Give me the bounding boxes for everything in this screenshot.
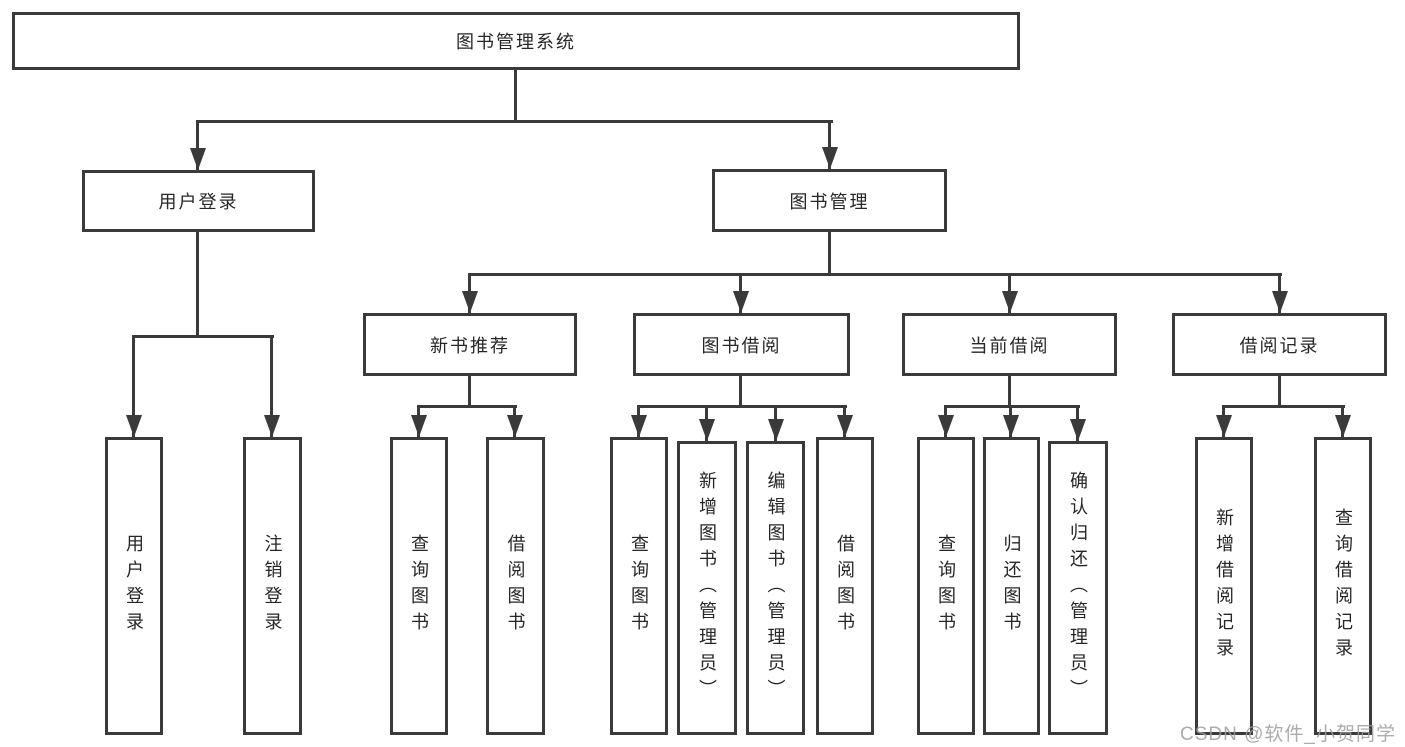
connector-root-stem (514, 69, 517, 122)
connector-branch (637, 405, 847, 408)
connector-book-mgmt-stem (828, 232, 831, 275)
connector-line (196, 120, 199, 170)
arrow-down-icon (631, 415, 647, 437)
node-book-management: 图书管理 (712, 169, 947, 232)
node-book-borrowing: 图书借阅 (633, 313, 850, 376)
connector-stem (739, 376, 742, 407)
connector-root-branch (197, 120, 833, 123)
arrow-down-icon (938, 415, 954, 437)
arrow-down-icon (411, 415, 427, 437)
arrow-down-icon (768, 419, 784, 441)
connector-branch (417, 405, 517, 408)
arrow-down-icon (190, 148, 206, 170)
arrow-down-icon (699, 419, 715, 441)
arrow-down-icon (822, 147, 838, 169)
node-user-login: 用户登录 (82, 170, 315, 232)
arrow-down-icon (837, 415, 853, 437)
connector-line (132, 335, 135, 437)
node-new-book-recommendation: 新书推荐 (363, 313, 577, 376)
connector-branch (1222, 405, 1345, 408)
leaf-current-return-books: 归还图书 (983, 437, 1040, 735)
leaf-records-add-record: 新增借阅记录 (1195, 437, 1253, 735)
connector-user-login-stem (196, 232, 199, 337)
node-root-library-system: 图书管理系统 (12, 12, 1020, 70)
leaf-records-query-record: 查询借阅记录 (1314, 437, 1372, 735)
node-borrowing-records: 借阅记录 (1172, 313, 1387, 376)
connector-stem (1278, 376, 1281, 407)
connector-stem (1008, 376, 1011, 407)
connector-branch (944, 405, 1080, 408)
connector-stem (468, 376, 471, 407)
arrow-down-icon (1216, 415, 1232, 437)
leaf-recommend-query-books: 查询图书 (390, 437, 448, 735)
leaf-borrowing-add-books-admin: 新增图书（管理员） (677, 441, 737, 735)
arrow-down-icon (462, 291, 478, 313)
leaf-user-login: 用户登录 (105, 437, 163, 735)
leaf-borrowing-query-books: 查询图书 (610, 437, 668, 735)
arrow-down-icon (733, 291, 749, 313)
node-current-borrowing: 当前借阅 (902, 313, 1117, 376)
arrow-down-icon (1002, 291, 1018, 313)
connector-line (270, 335, 273, 437)
leaf-borrowing-edit-books-admin: 编辑图书（管理员） (746, 441, 805, 735)
arrow-down-icon (1070, 419, 1086, 441)
connector-line (828, 120, 831, 169)
arrow-down-icon (1003, 415, 1019, 437)
arrow-down-icon (126, 415, 142, 437)
arrow-down-icon (1335, 415, 1351, 437)
arrow-down-icon (264, 415, 280, 437)
connector-user-login-branch (132, 335, 274, 338)
connector-book-mgmt-branch (468, 273, 1282, 276)
leaf-logout: 注销登录 (243, 437, 302, 735)
leaf-recommend-borrow-books: 借阅图书 (486, 437, 545, 735)
leaf-borrowing-borrow-books: 借阅图书 (816, 437, 874, 735)
csdn-watermark: CSDN @软件_小贺同学 (1180, 724, 1396, 745)
leaf-current-query-books: 查询图书 (917, 437, 975, 735)
leaf-current-confirm-return-admin: 确认归还（管理员） (1048, 441, 1108, 735)
arrow-down-icon (507, 415, 523, 437)
arrow-down-icon (1272, 291, 1288, 313)
